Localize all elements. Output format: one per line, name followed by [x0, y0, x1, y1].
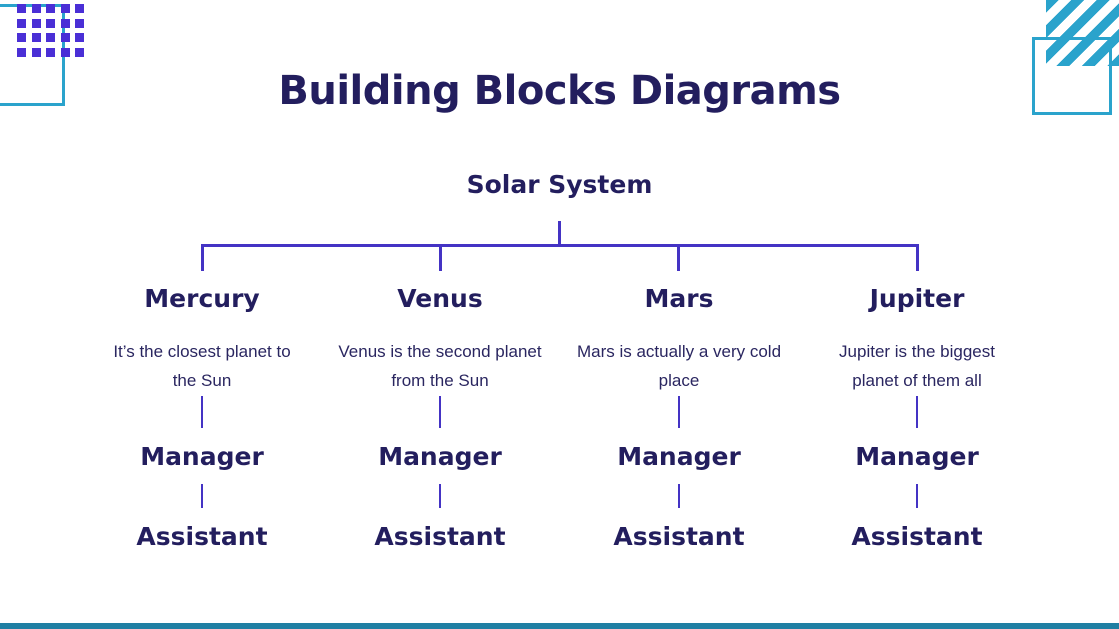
connector-to-manager — [678, 396, 680, 428]
branch-description: Mars is actually a very cold place — [576, 342, 782, 390]
decor-dot-grid — [17, 4, 84, 57]
decor-striped-block — [1046, 0, 1119, 66]
branch-description: Jupiter is the biggest planet of them al… — [839, 342, 995, 390]
root-node-label: Solar System — [466, 170, 653, 199]
decor-outline-square-top-right — [1032, 37, 1112, 115]
manager-node: Manager — [617, 442, 741, 471]
branch-description: It’s the closest planet to the Sun — [113, 342, 291, 390]
connector-branch-stem — [201, 244, 204, 271]
assistant-node: Assistant — [851, 522, 983, 551]
branch-description: Venus is the second planet from the Sun — [338, 342, 542, 390]
branch-name: Jupiter — [869, 284, 965, 313]
connector-root-stem — [558, 221, 561, 246]
connector-horizontal-bar — [201, 244, 919, 247]
connector-branch-stem — [677, 244, 680, 271]
connector-to-manager — [201, 396, 203, 428]
assistant-node: Assistant — [613, 522, 745, 551]
slide-title: Building Blocks Diagrams — [278, 68, 841, 114]
assistant-node: Assistant — [136, 522, 268, 551]
connector-to-assistant — [439, 484, 441, 508]
manager-node: Manager — [140, 442, 264, 471]
branch-name: Mercury — [144, 284, 260, 313]
branch-name: Venus — [397, 284, 483, 313]
manager-node: Manager — [378, 442, 502, 471]
connector-to-manager — [916, 396, 918, 428]
branch-name: Mars — [644, 284, 714, 313]
connector-branch-stem — [916, 244, 919, 271]
connector-to-assistant — [916, 484, 918, 508]
connector-to-manager — [439, 396, 441, 428]
footer-accent-bar — [0, 623, 1119, 629]
assistant-node: Assistant — [374, 522, 506, 551]
manager-node: Manager — [855, 442, 979, 471]
connector-branch-stem — [439, 244, 442, 271]
connector-to-assistant — [678, 484, 680, 508]
connector-to-assistant — [201, 484, 203, 508]
